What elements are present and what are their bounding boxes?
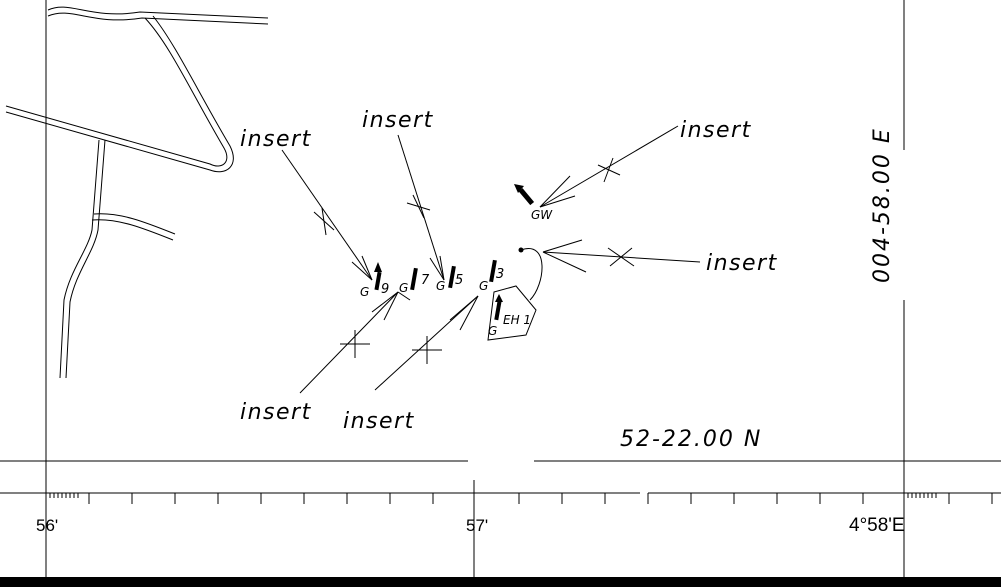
insert-label-5: insert <box>240 400 312 425</box>
eh1-enclosure <box>487 285 537 341</box>
insert-label-4: insert <box>706 251 778 276</box>
label-g9: G <box>360 285 369 299</box>
buoy-g5-icon <box>448 265 456 289</box>
curved-leader <box>520 248 543 301</box>
arrow-fans <box>351 175 587 331</box>
buoy-g3-icon <box>489 259 497 283</box>
buoy-g7-icon <box>410 267 418 291</box>
longitude-label: 004-58.00 E <box>870 127 895 283</box>
insert-label-2: insert <box>362 108 434 133</box>
label-eh1-g: G <box>488 324 497 338</box>
bottom-border-band <box>0 577 1001 587</box>
insert-label-1: insert <box>240 127 312 152</box>
scale-bar <box>0 492 1001 512</box>
buoy-eh1-icon <box>494 294 503 321</box>
road-network <box>5 6 269 379</box>
label-g5-num: 5 <box>455 273 463 288</box>
insert-leaders <box>281 125 701 394</box>
buoy-g9-icon <box>374 262 382 291</box>
insert-label-6: insert <box>343 409 415 434</box>
insert-label-3: insert <box>680 118 752 143</box>
label-g3: G <box>479 279 488 293</box>
scale-label-56: 56' <box>36 516 58 535</box>
label-eh1: EH 1 <box>503 313 531 327</box>
label-g5: G <box>436 279 445 293</box>
latitude-label: 52-22.00 N <box>620 427 762 452</box>
label-g7-num: 7 <box>421 273 430 288</box>
buoy-symbols <box>374 184 543 321</box>
label-gw: GW <box>531 208 553 222</box>
buoy-gw-icon <box>514 184 535 206</box>
scale-label-57: 57' <box>466 516 488 535</box>
label-g3-num: 3 <box>496 267 504 282</box>
label-g7: G <box>399 281 408 295</box>
scale-label-58: 4°58'E <box>849 515 905 536</box>
label-g9-num: 9 <box>381 282 389 297</box>
